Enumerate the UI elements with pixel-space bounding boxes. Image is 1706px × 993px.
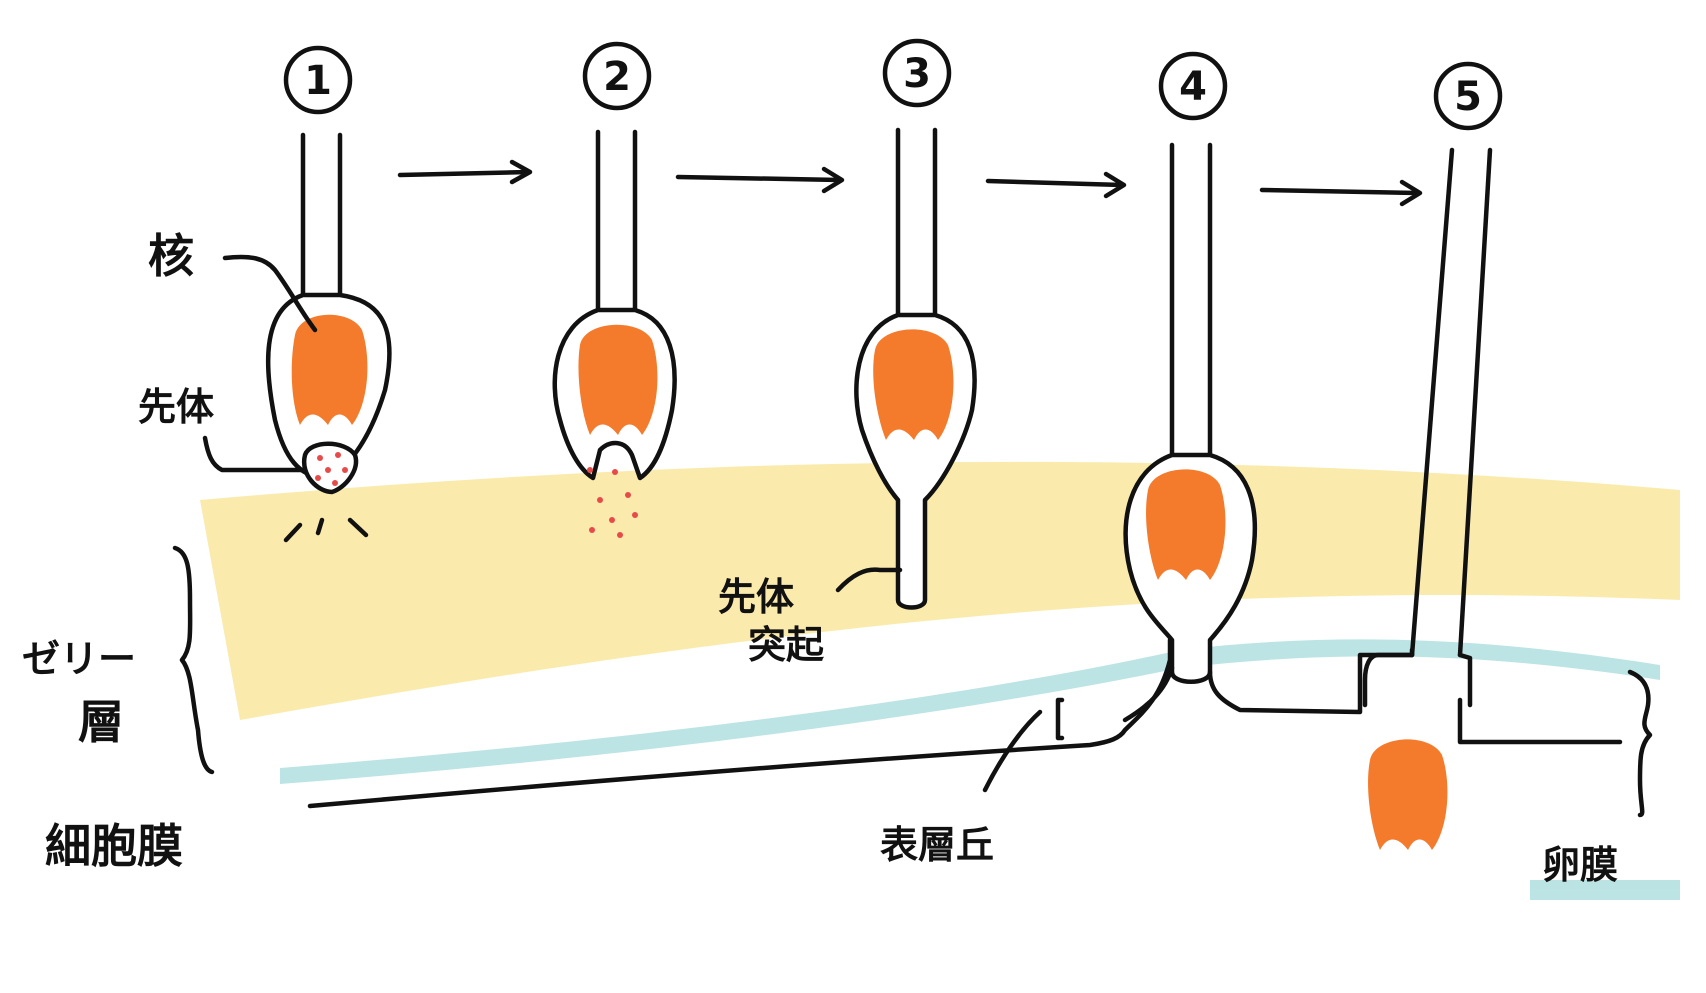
egg-envelope-label: 卵膜 <box>1542 843 1618 887</box>
cell-membrane-line <box>307 637 1173 809</box>
svg-text:3: 3 <box>903 51 931 97</box>
jelly-layer-label-line1: ゼリー <box>22 637 136 681</box>
step-number-5: 5 <box>1433 61 1503 131</box>
fertilization-cone-label: 表層丘 <box>880 823 994 867</box>
svg-text:2: 2 <box>603 54 631 100</box>
acrosome-leader <box>202 435 308 473</box>
nucleus-5 <box>1368 739 1448 850</box>
nucleus-4 <box>1146 469 1226 580</box>
arrow-4-5 <box>1259 179 1423 207</box>
egg-envelope-band <box>280 639 1680 900</box>
nucleus-leader <box>222 254 318 333</box>
acrosomal-process-leader <box>835 567 903 593</box>
arrow-3-4 <box>985 171 1127 199</box>
step-number-3: 3 <box>882 38 952 108</box>
sperm-step-4 <box>1122 142 1415 723</box>
step-number-4: 4 <box>1158 51 1228 121</box>
sperm-step-3 <box>854 127 977 610</box>
fertilization-cone-bracket <box>1055 697 1065 741</box>
svg-text:1: 1 <box>304 58 332 104</box>
acrosome-granules-1 <box>315 452 348 486</box>
acrosomal-process-label-line2: 突起 <box>748 623 825 667</box>
svg-text:4: 4 <box>1179 64 1207 110</box>
sperm-step-1 <box>265 132 392 543</box>
arrow-1-2 <box>397 159 533 185</box>
nucleus-label: 核 <box>148 229 194 283</box>
svg-text:5: 5 <box>1454 74 1482 120</box>
acrosome-label: 先体 <box>138 385 214 429</box>
jelly-layer-label-line2: 層 <box>78 695 124 749</box>
jelly-layer-brace <box>172 545 215 775</box>
arrow-2-3 <box>675 166 845 194</box>
nucleus-3 <box>873 329 954 440</box>
sperm-step-2 <box>552 129 677 538</box>
acrosome-granules-2 <box>587 467 638 538</box>
step-number-1: 1 <box>283 45 353 115</box>
nucleus-1 <box>291 314 368 425</box>
jelly-layer <box>200 461 1680 720</box>
step-number-2: 2 <box>582 41 652 111</box>
fertilization-cone-leader <box>982 709 1043 793</box>
cell-membrane-right <box>1457 697 1623 745</box>
cell-membrane-label: 細胞膜 <box>45 819 183 873</box>
acrosomal-process-label-line1: 先体 <box>718 575 794 619</box>
sperm-step-5 <box>1362 147 1493 850</box>
nucleus-2 <box>578 324 658 435</box>
egg-envelope-brace <box>1627 669 1653 818</box>
